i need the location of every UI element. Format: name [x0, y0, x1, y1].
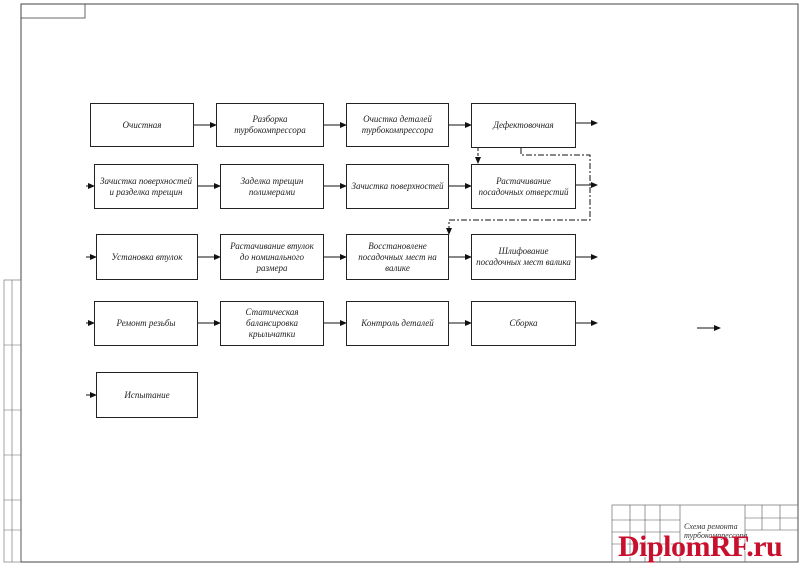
box-label: Восстановлене посадочных мест на валике	[358, 240, 437, 273]
site-watermark: DiplomRF.ru	[618, 530, 783, 563]
box-label: Статическая балансировка крыльчатки	[245, 307, 299, 339]
process-box-testing: Испытание	[96, 372, 198, 418]
process-box-shaft-seat-restore: Восстановлене посадочных мест на валике	[346, 234, 449, 280]
box-label: Ремонт резьбы	[116, 318, 176, 328]
process-box-parts-control: Контроль деталей	[346, 301, 449, 346]
process-box-disassembly: Разборка турбокомпрессора	[216, 103, 324, 147]
process-box-shaft-grinding: Шлифование посадочных мест валика	[471, 234, 576, 280]
process-box-crack-sealing: Заделка трещин полимерами	[220, 164, 324, 209]
process-box-impeller-balancing: Статическая балансировка крыльчатки	[220, 301, 324, 346]
box-label: Шлифование посадочных мест валика	[476, 246, 571, 267]
box-label: Очистка деталей турбокомпрессора	[361, 114, 434, 135]
box-label: Зачистка поверхностей	[351, 181, 444, 191]
process-box-thread-repair: Ремонт резьбы	[94, 301, 198, 346]
process-box-cleaning: Очистная	[90, 103, 194, 147]
box-label: Зачистка поверхностей и разделка трещин	[99, 175, 193, 197]
box-label: Испытание	[124, 389, 170, 400]
box-label: Сборка	[509, 318, 538, 328]
title-block-title: Схема ремонта турбокомпрессора	[684, 522, 748, 540]
process-box-bore-seats: Растачивание посадочных отверстий	[471, 164, 576, 209]
sheet-frame	[20, 3, 799, 563]
box-label: Очистная	[122, 119, 162, 130]
box-label: Растачивание посадочных отверстий	[478, 175, 569, 197]
process-box-surface-stripping-cracks: Зачистка поверхностей и разделка трещин	[94, 164, 198, 209]
process-box-inspection: Дефектовочная	[471, 103, 576, 148]
flow-connectors	[86, 120, 721, 398]
box-label: Дефектовочная	[493, 120, 554, 130]
process-box-bushing-boring: Растачивание втулок до номинального разм…	[220, 234, 324, 280]
dashed-connectors	[446, 148, 591, 235]
box-label: Разборка турбокомпрессора	[234, 114, 306, 135]
process-box-parts-cleaning: Очистка деталей турбокомпрессора	[346, 103, 449, 147]
side-stamp	[3, 279, 22, 563]
process-box-bushing-install: Установка втулок	[96, 234, 198, 280]
process-box-assembly: Сборка	[471, 301, 576, 346]
title-block	[611, 504, 799, 563]
box-label: Установка втулок	[111, 251, 183, 262]
process-box-surface-stripping: Зачистка поверхностей	[346, 164, 449, 209]
box-label: Растачивание втулок до номинального разм…	[230, 240, 314, 273]
box-label: Контроль деталей	[361, 318, 434, 328]
box-label: Заделка трещин полимерами	[240, 175, 304, 197]
